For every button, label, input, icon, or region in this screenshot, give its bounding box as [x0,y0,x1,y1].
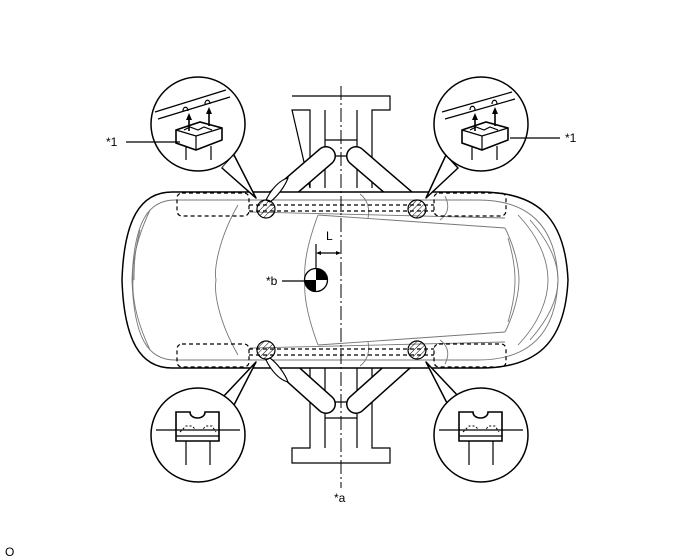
page-code: O [5,545,14,559]
lift-pad-contact-icon [439,411,523,465]
lift-center-label: *a [334,491,346,505]
lift-pad-front-left [256,199,276,219]
vehicle-body [121,177,569,383]
dimension-l [315,244,341,268]
lift-pad-front-right [407,199,427,219]
detail-bubble-front-left [150,76,257,199]
detail-bubble-rear-left [150,361,257,483]
wheel-front-right [433,343,507,368]
lift-pad-rear-right [407,340,427,360]
lift-pad-rear-left [256,340,276,360]
wheel-front-left [433,192,507,217]
center-of-gravity-symbol [303,267,329,293]
center-of-gravity-label: *b [266,274,278,288]
callout-label-right: *1 [565,131,577,145]
detail-bubble-rear-right [425,361,529,483]
dimension-label: L [326,229,333,243]
callout-label-left: *1 [106,135,118,149]
lift-pad-contact-icon [156,411,240,465]
wheel-outlines [176,192,507,368]
jack-point-bracket-icon [154,89,231,160]
wheel-rear-left [176,192,250,217]
jack-point-bracket-icon [441,91,516,160]
wheel-rear-right [176,343,250,368]
detail-bubble-front-right [425,76,529,199]
lift-pads [256,199,427,360]
